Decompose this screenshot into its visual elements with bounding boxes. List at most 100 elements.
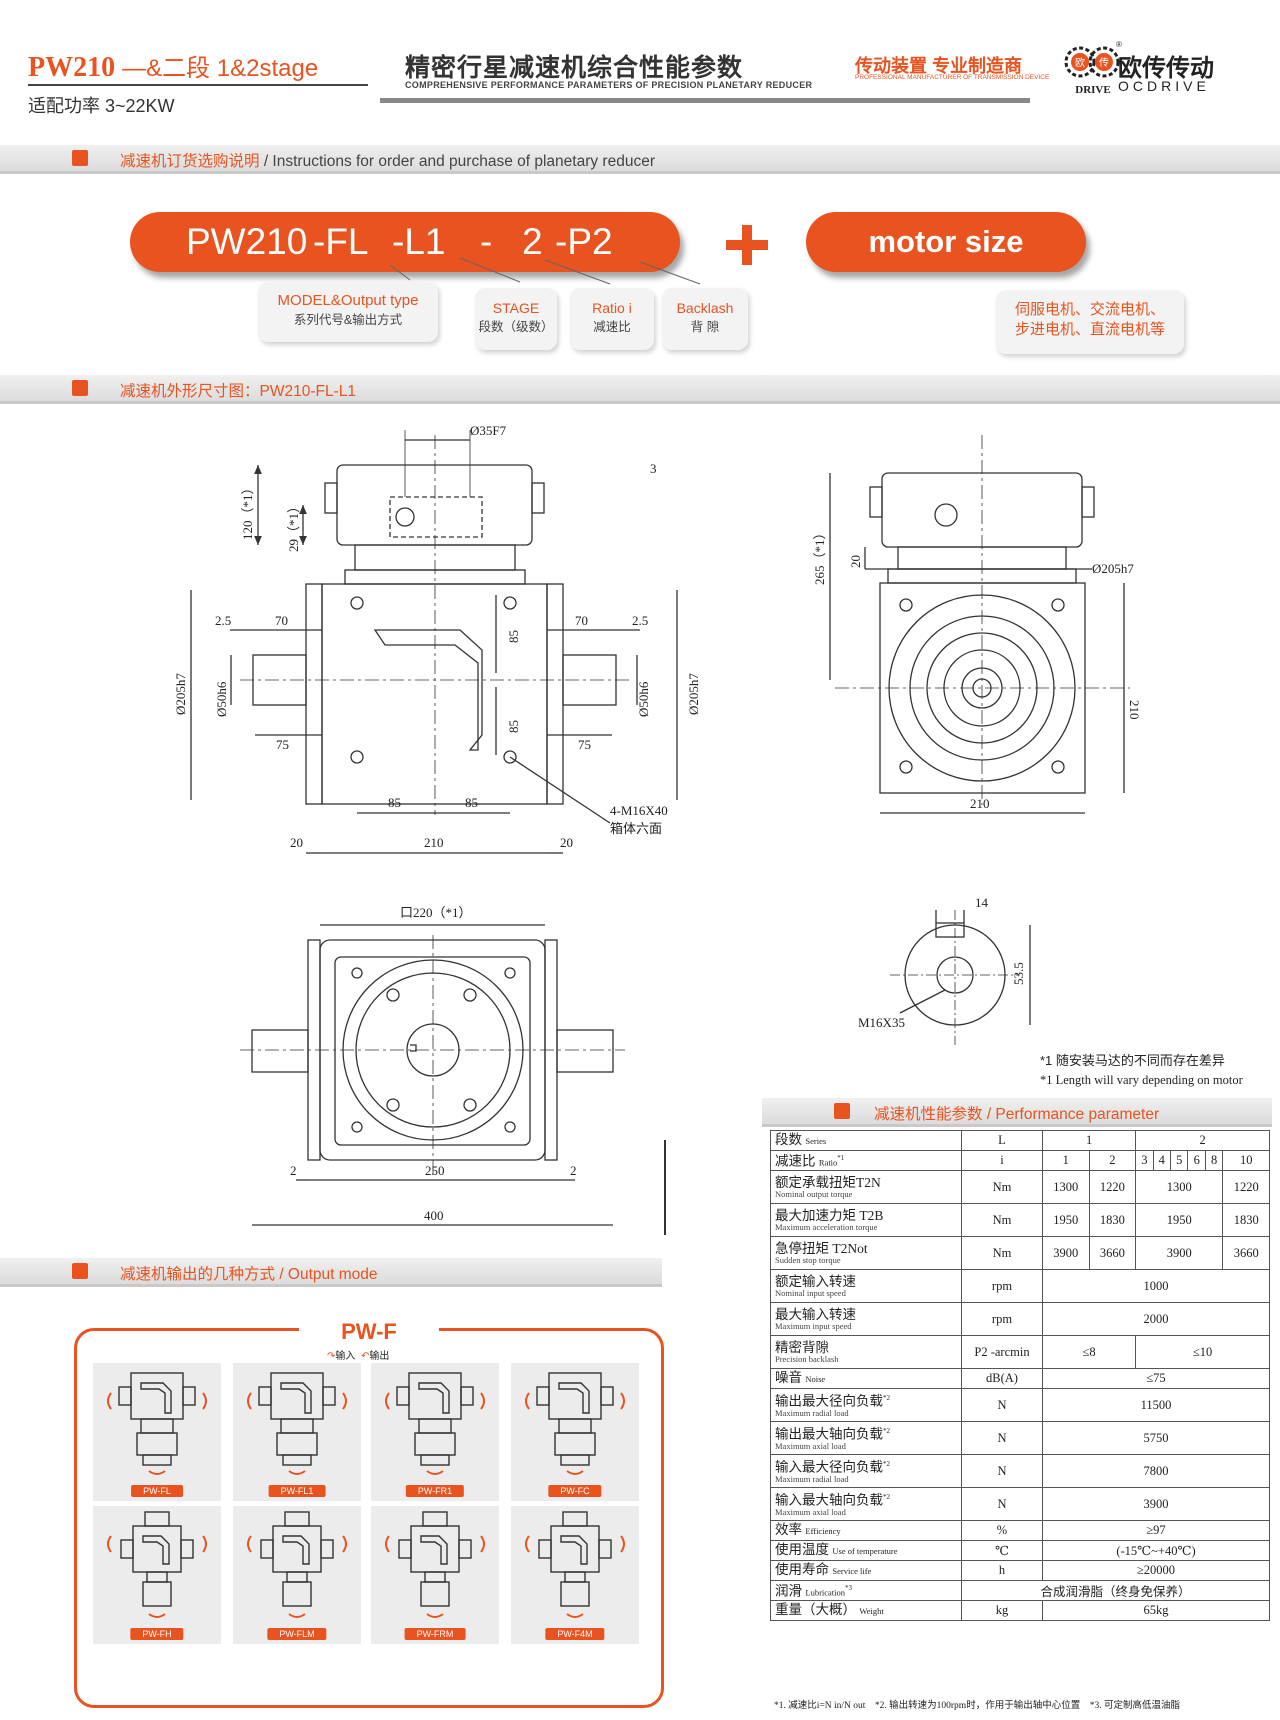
section-square-icon [72, 150, 88, 166]
output-mode-label: PW-FL [131, 1485, 183, 1497]
output-mode-label: PW-FLM [267, 1628, 327, 1640]
section-bar-dims: 减速机外形尺寸图：PW210-FL-L1 [0, 375, 1280, 404]
table-row: 润滑 Lubrication*3 合成润滑脂（终身免保养） [770, 1580, 1270, 1601]
reducer-diagram-icon [247, 1372, 347, 1475]
dim-250: 250 [425, 1163, 445, 1178]
power-range: 适配功率 3~22KW [28, 96, 175, 116]
output-mode-label: PW-FRM [404, 1628, 466, 1640]
output-mode-title: PW-F [299, 1317, 439, 1347]
dim-120: 120（*1） [240, 481, 255, 540]
dim-210-front: 210 [424, 835, 444, 850]
note-1-cn: *1 随安装马达的不同而存在差异 [1040, 1053, 1225, 1068]
dim-85-lower: 85 [506, 720, 521, 733]
dim-2-left: 2 [290, 1163, 297, 1178]
section-bar-order: 减速机订货选购说明 / Instructions for order and p… [0, 145, 1280, 174]
dim-85-bottom-right: 85 [465, 795, 478, 810]
code-model: PW210 [186, 221, 308, 262]
dim-205-right: Ø205h7 [686, 673, 701, 715]
row-ratio: 减速比 Ratio*1 [770, 1150, 962, 1171]
front-view [190, 430, 678, 854]
table-row: 效率 Efficiency % ≥97 [770, 1520, 1270, 1541]
output-mode-label: PW-FH [130, 1628, 184, 1640]
dim-400: 400 [424, 1208, 444, 1223]
dim-53-5: 53.5 [1011, 962, 1026, 985]
dim-75-right: 75 [578, 737, 591, 752]
section-square-icon [72, 1263, 88, 1279]
brand-logo-icon: 欧 传 DRIVE ® [1064, 40, 1122, 96]
stage-text: —&二段 1&2stage [122, 55, 319, 82]
dimension-drawings: Ø35F7 3 120（*1） 29（*1） 2.5 70 70 2.5 Ø20… [173, 423, 1142, 1235]
dim-205-side: Ø205h7 [1092, 561, 1134, 576]
code-backlash: -P2 [555, 221, 613, 262]
dim-70-left: 70 [275, 613, 288, 628]
logo-text: DRIVE [1075, 84, 1110, 96]
dim-2-5-left: 2.5 [215, 613, 231, 628]
dim-70-right: 70 [575, 613, 588, 628]
dim-20-right: 20 [560, 835, 573, 850]
code-output: -FL [313, 221, 369, 262]
dim-bolts: 4-M16X40 [610, 803, 668, 818]
registered-mark: ® [1116, 40, 1122, 49]
header-rule [28, 84, 368, 86]
table-row: 使用寿命 Service life h ≥20000 [770, 1560, 1270, 1581]
page-subtitle: COMPREHENSIVE PERFORMANCE PARAMETERS OF … [405, 80, 813, 90]
dim-29: 29（*1） [286, 500, 301, 552]
tag-backlash: Backlash 背 隙 [662, 288, 748, 350]
output-mode-label: PW-F4M [545, 1628, 605, 1640]
reducer-diagram-icon [525, 1511, 625, 1618]
side-view [829, 435, 1130, 814]
output-mode-pw-fh: PW-FH [93, 1506, 221, 1644]
dim-m16x35: M16X35 [858, 1015, 905, 1030]
code-dash: - [480, 221, 493, 262]
row-series: 段数 Series [770, 1130, 962, 1151]
section-square-icon [834, 1103, 850, 1119]
output-mode-pw-fl1: PW-FL1 [233, 1363, 361, 1501]
output-mode-pw-frm: PW-FRM [371, 1506, 499, 1644]
dim-key-14: 14 [975, 895, 989, 910]
table-row: 使用温度 Use of temperature ℃ (-15℃~+40℃) [770, 1540, 1270, 1561]
reducer-diagram-icon [385, 1372, 485, 1475]
dim-265: 265（*1） [812, 526, 827, 585]
header-rule-gray [380, 98, 1030, 103]
motor-size-pill: motor size [806, 212, 1086, 272]
reducer-diagram-icon [107, 1511, 207, 1618]
dim-bolts-cn: 箱体六面 [610, 821, 662, 836]
bottom-view [240, 924, 666, 1235]
tag-stage: STAGE 段数（级数） [475, 288, 557, 350]
maker-cn: 传动装置 专业制造商 [855, 56, 1023, 76]
model-title: PW210 —&二段 1&2stage [28, 52, 319, 83]
reducer-diagram-icon [107, 1372, 207, 1475]
performance-table: 段数 Series L 1 2 减速比 Ratio*1 i 1 2 3 4 5 … [770, 1130, 1270, 1621]
table-row: 重量（大概） Weight kg 65kg [770, 1600, 1270, 1621]
io-legend: ↷输入 ↶输出 [327, 1351, 390, 1362]
brand-name-cn: 欧传传动 [1118, 55, 1214, 82]
tag-model: MODEL&Output type 系列代号&输出方式 [258, 282, 438, 342]
dim-85-bottom-left: 85 [388, 795, 401, 810]
dim-ref-3: 3 [650, 461, 657, 476]
table-footnotes: *1. 减速比i=N in/N out *2. 输出转速为100rpm时，作用于… [774, 1701, 1180, 1711]
tag-ratio: Ratio i 减速比 [570, 288, 654, 350]
output-mode-pw-flm: PW-FLM [233, 1506, 361, 1644]
output-mode-pw-fr1: PW-FR1 [371, 1363, 499, 1501]
reducer-diagram-icon [385, 1511, 485, 1618]
dim-shaft-dia: Ø35F7 [470, 423, 507, 438]
dim-sq220: 口220（*1） [400, 905, 472, 920]
order-code-pill: PW210 -FL -L1 - 2 -P2 [130, 212, 680, 272]
dim-50-left: Ø50h6 [214, 681, 229, 717]
tag-motor-types: 伺服电机、交流电机、 步进电机、直流电机等 [996, 290, 1184, 354]
reducer-diagram-icon [247, 1511, 347, 1618]
dim-20-side: 20 [848, 555, 863, 568]
dim-85-upper: 85 [506, 630, 521, 643]
brand-name-en: OCDRIVE [1118, 78, 1210, 94]
section-square-icon [72, 380, 88, 396]
code-type: -L1 [392, 221, 446, 262]
output-mode-pw-f4m: PW-F4M [511, 1506, 639, 1644]
note-1-en: *1 Length will vary depending on motor [1040, 1073, 1243, 1087]
plus-icon [726, 225, 768, 265]
